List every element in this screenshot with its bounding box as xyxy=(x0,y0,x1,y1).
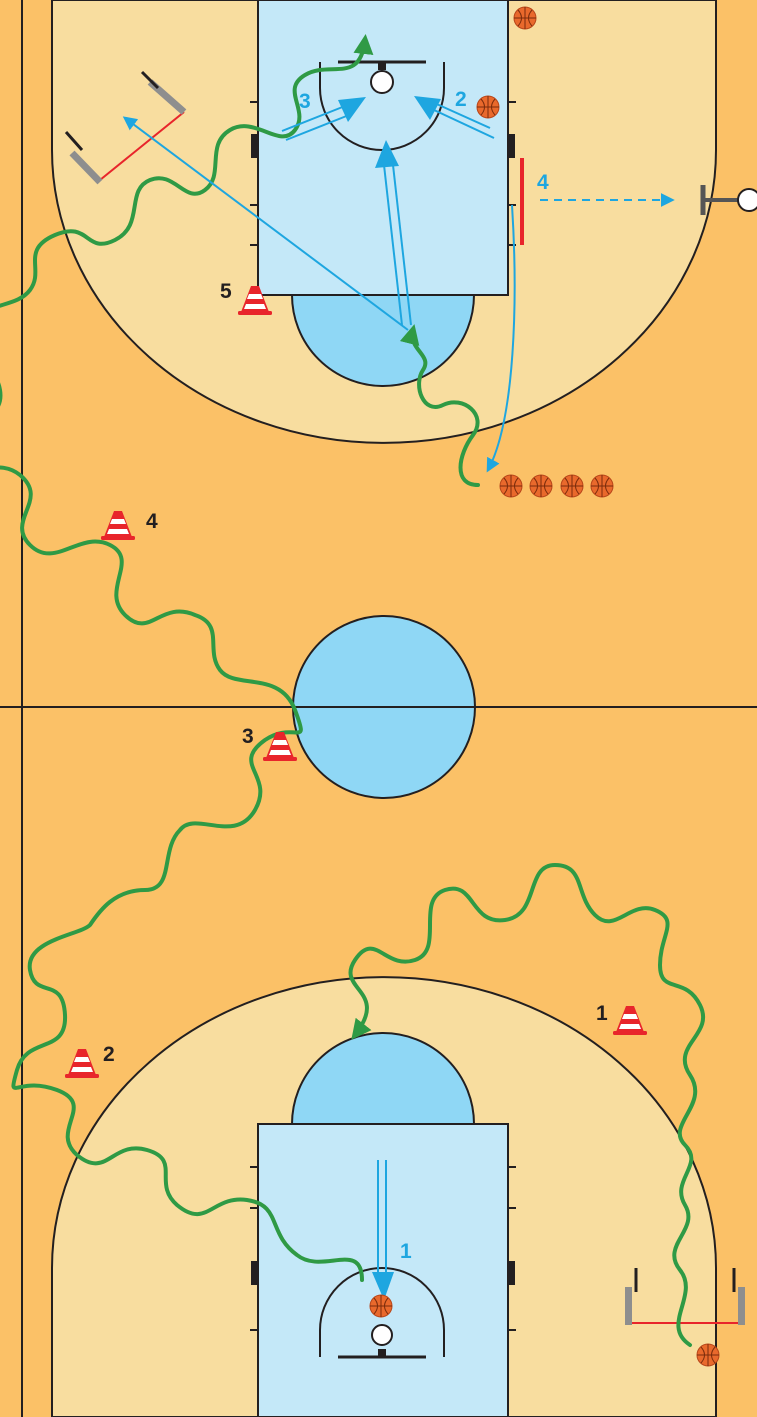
key-bottom xyxy=(257,1123,509,1417)
pass-label-3: 3 xyxy=(299,90,311,113)
free-throw-circle-bottom xyxy=(290,1032,476,1125)
rim-connector-top xyxy=(378,62,386,70)
pass-line-center-b xyxy=(392,164,412,326)
basketball-icon xyxy=(499,474,523,498)
basketball-icon xyxy=(476,95,500,119)
cone-label-4: 4 xyxy=(146,510,158,533)
basketball-icon xyxy=(529,474,553,498)
cone-label-3: 3 xyxy=(242,725,254,748)
pass-line-3a xyxy=(281,105,346,132)
basketball-icon xyxy=(560,474,584,498)
pass-line-center-a xyxy=(383,164,403,326)
cone-label-1: 1 xyxy=(596,1002,608,1025)
pass-label-2: 2 xyxy=(455,88,467,111)
rim-bottom xyxy=(371,1324,393,1346)
pass-line-3b xyxy=(285,114,350,141)
restricted-arc-bottom xyxy=(319,1267,445,1357)
pass-line-rack xyxy=(486,204,516,473)
cone-label-5: 5 xyxy=(220,280,232,303)
pass-line-chairs xyxy=(122,116,409,331)
lane-marks-bottom xyxy=(250,1166,516,1331)
basketball-icon xyxy=(369,1294,393,1318)
rim-top xyxy=(370,70,394,94)
side-basket xyxy=(700,185,757,215)
pass-label-4: 4 xyxy=(537,171,549,194)
chair-icon xyxy=(64,70,187,185)
rim-connector-bottom xyxy=(378,1349,386,1357)
basketball-icon xyxy=(696,1343,720,1367)
pass-line-2b xyxy=(433,109,495,139)
dribble-path-balls xyxy=(399,324,480,487)
pass-label-1: 1 xyxy=(400,1240,412,1263)
free-throw-circle-top xyxy=(290,294,476,387)
pass-line-2a xyxy=(429,100,491,129)
basketball-icon xyxy=(590,474,614,498)
lane-marks-top xyxy=(250,101,516,246)
basketball-icon xyxy=(513,6,537,30)
restricted-arc-top xyxy=(319,62,445,151)
dribble-path-main xyxy=(0,34,374,1282)
pass-arrowheads xyxy=(338,96,441,1300)
chair-icon xyxy=(625,1268,745,1325)
dribble-path-right xyxy=(348,862,705,1347)
key-top xyxy=(257,0,509,296)
cone-label-2: 2 xyxy=(103,1043,115,1066)
